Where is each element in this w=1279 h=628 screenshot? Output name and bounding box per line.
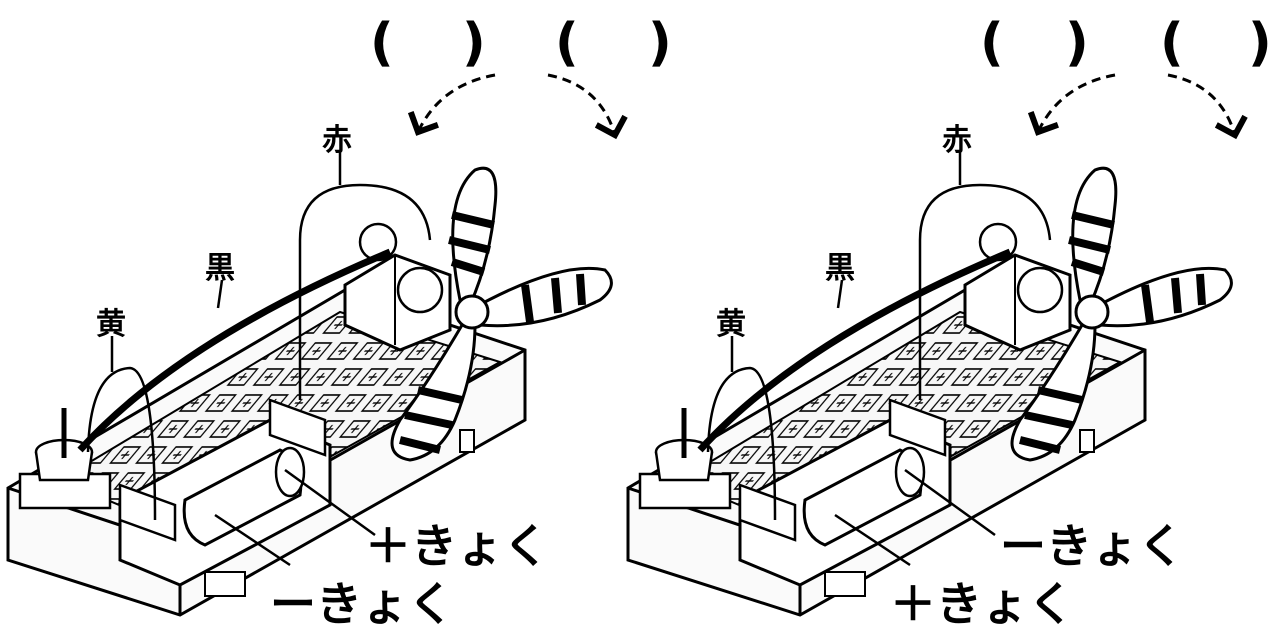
- blank-left-close-2: ): [648, 13, 672, 73]
- pole-label-lower: ーきょく: [270, 577, 454, 628]
- blank-right-open-1: (: [980, 13, 1004, 73]
- blank-right-close-1: ): [1065, 13, 1089, 73]
- wire-label-yellow: 黄: [96, 307, 126, 342]
- blank-left-close-1: ): [462, 13, 486, 73]
- blank-right-open-2: (: [1160, 13, 1184, 73]
- wire-label-red: 赤: [942, 123, 972, 158]
- pole-label-upper: ーきょく: [1000, 519, 1184, 573]
- blank-left-open-1: (: [370, 13, 394, 73]
- wire-label-yellow: 黄: [716, 307, 746, 342]
- pole-label-upper: ＋きょく: [365, 519, 549, 573]
- wire-label-red: 赤: [322, 123, 352, 158]
- wire-label-black: 黒: [825, 251, 855, 286]
- panel-left: ( ) ( ) 赤 黒 黄 ＋きょく ーきょく: [8, 13, 672, 628]
- wire-label-black: 黒: [205, 251, 235, 286]
- panel-right: ( ) ( ) 赤 黒 黄 ーきょく ＋きょく: [628, 13, 1272, 628]
- blank-left-open-2: (: [555, 13, 579, 73]
- pole-label-lower: ＋きょく: [890, 577, 1074, 628]
- blank-right-close-2: ): [1248, 13, 1272, 73]
